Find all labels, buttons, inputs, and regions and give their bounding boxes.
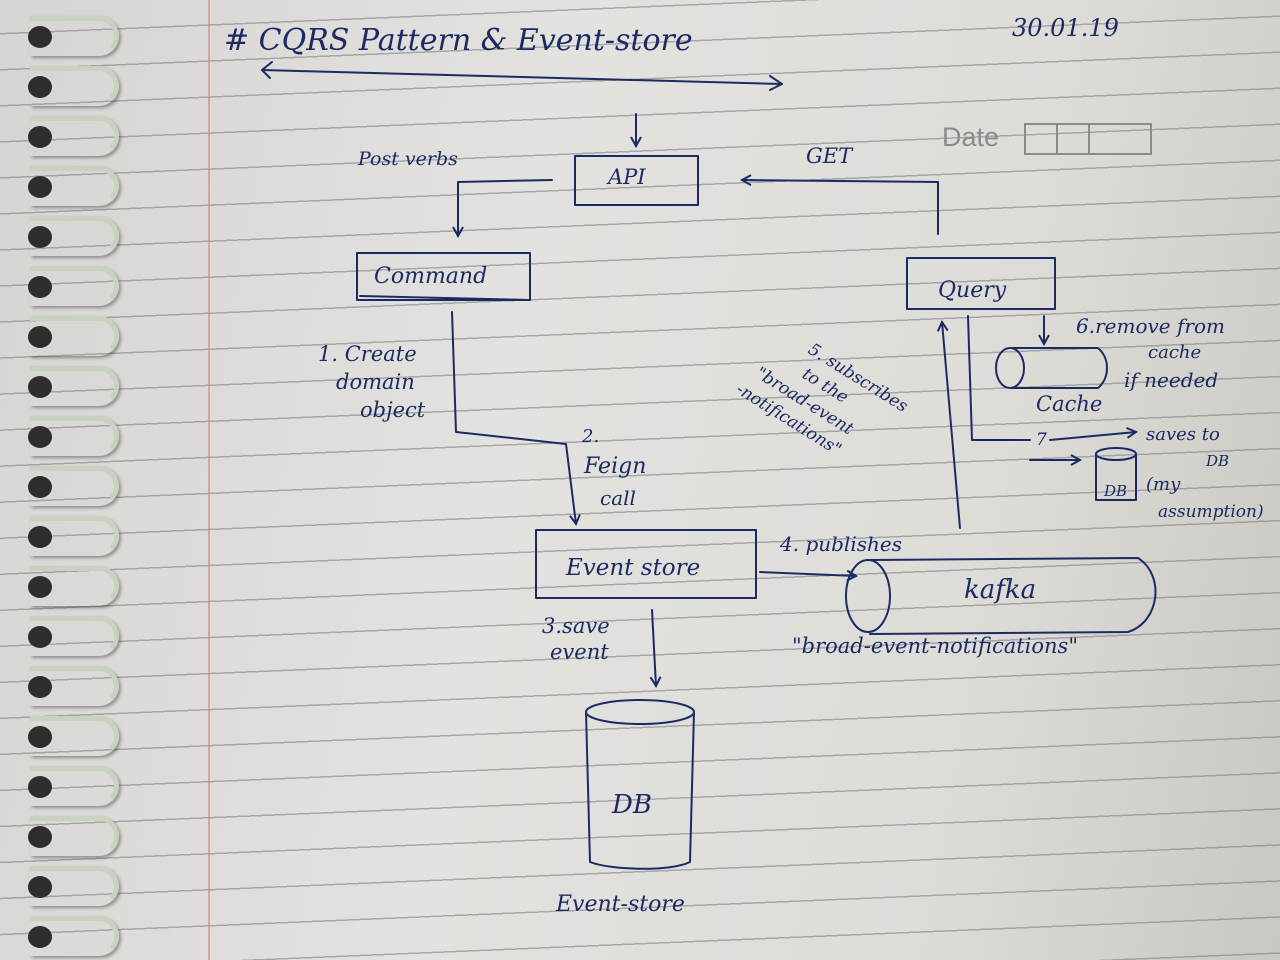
command-label: Command (374, 264, 488, 289)
main-db-label: DB (612, 790, 652, 820)
binding-coil (30, 66, 119, 106)
api-label: API (608, 165, 646, 189)
date-label: Date (942, 122, 1000, 152)
binding-coil (30, 216, 119, 256)
cache-cylinder (1011, 347, 1108, 389)
post-verbs-label: Post verbs (358, 148, 458, 170)
event-store-caption: Event-store (556, 892, 685, 917)
kafka-cylinder (869, 557, 1157, 635)
binding-coil (30, 166, 119, 206)
api-box (574, 155, 699, 206)
query-to-db-path (967, 315, 1031, 441)
step7-label: 7 (1036, 430, 1047, 450)
cache-label: Cache (1036, 392, 1103, 416)
page-title: # CQRS Pattern & Event-store (224, 23, 693, 58)
query-label: Query (938, 278, 1007, 303)
binding-coil (30, 616, 119, 656)
binding-coil (30, 716, 119, 756)
small-db-body (1095, 453, 1137, 501)
title-span-arrow (261, 69, 783, 85)
binding-coil (30, 566, 119, 606)
small-db-top (1095, 447, 1137, 461)
step4-label: 4. publishes (780, 532, 902, 556)
topic-label: "broad-event-notifications" (792, 634, 1078, 658)
small-db-label: DB (1104, 482, 1128, 500)
binding-coil (30, 366, 119, 406)
subscribe-arrow (942, 322, 961, 529)
get-label: GET (806, 144, 853, 168)
command-to-eventstore-arrow (451, 311, 576, 524)
date-boxes (1024, 123, 1152, 155)
eventstore-to-db-arrow (652, 609, 656, 686)
binding-coil (30, 316, 119, 356)
binding-coil (30, 516, 119, 556)
query-box (906, 257, 1056, 310)
binding-coil (30, 766, 119, 806)
eventstore-box (535, 529, 757, 599)
api-to-command-arrow (458, 179, 553, 236)
publish-arrow (759, 572, 856, 576)
binding-coil (30, 16, 119, 56)
binding-coil (30, 916, 119, 956)
kafka-label: kafka (964, 575, 1037, 605)
command-box (356, 252, 531, 301)
get-arrow (742, 180, 939, 235)
spiral-binding (0, 0, 130, 960)
margin-line (208, 0, 210, 960)
main-db-body (585, 711, 695, 870)
main-db-top (585, 699, 695, 725)
binding-coil (30, 866, 119, 906)
binding-coil (30, 666, 119, 706)
binding-coil (30, 466, 119, 506)
step7-arrow-to-label (1049, 432, 1136, 441)
kafka-cylinder-end (845, 559, 891, 633)
eventstore-label: Event store (566, 555, 701, 581)
binding-coil (30, 266, 119, 306)
binding-coil (30, 816, 119, 856)
binding-coil (30, 116, 119, 156)
page-date: 30.01.19 (1012, 14, 1119, 42)
binding-coil (30, 416, 119, 456)
cache-cylinder-end (995, 347, 1025, 389)
